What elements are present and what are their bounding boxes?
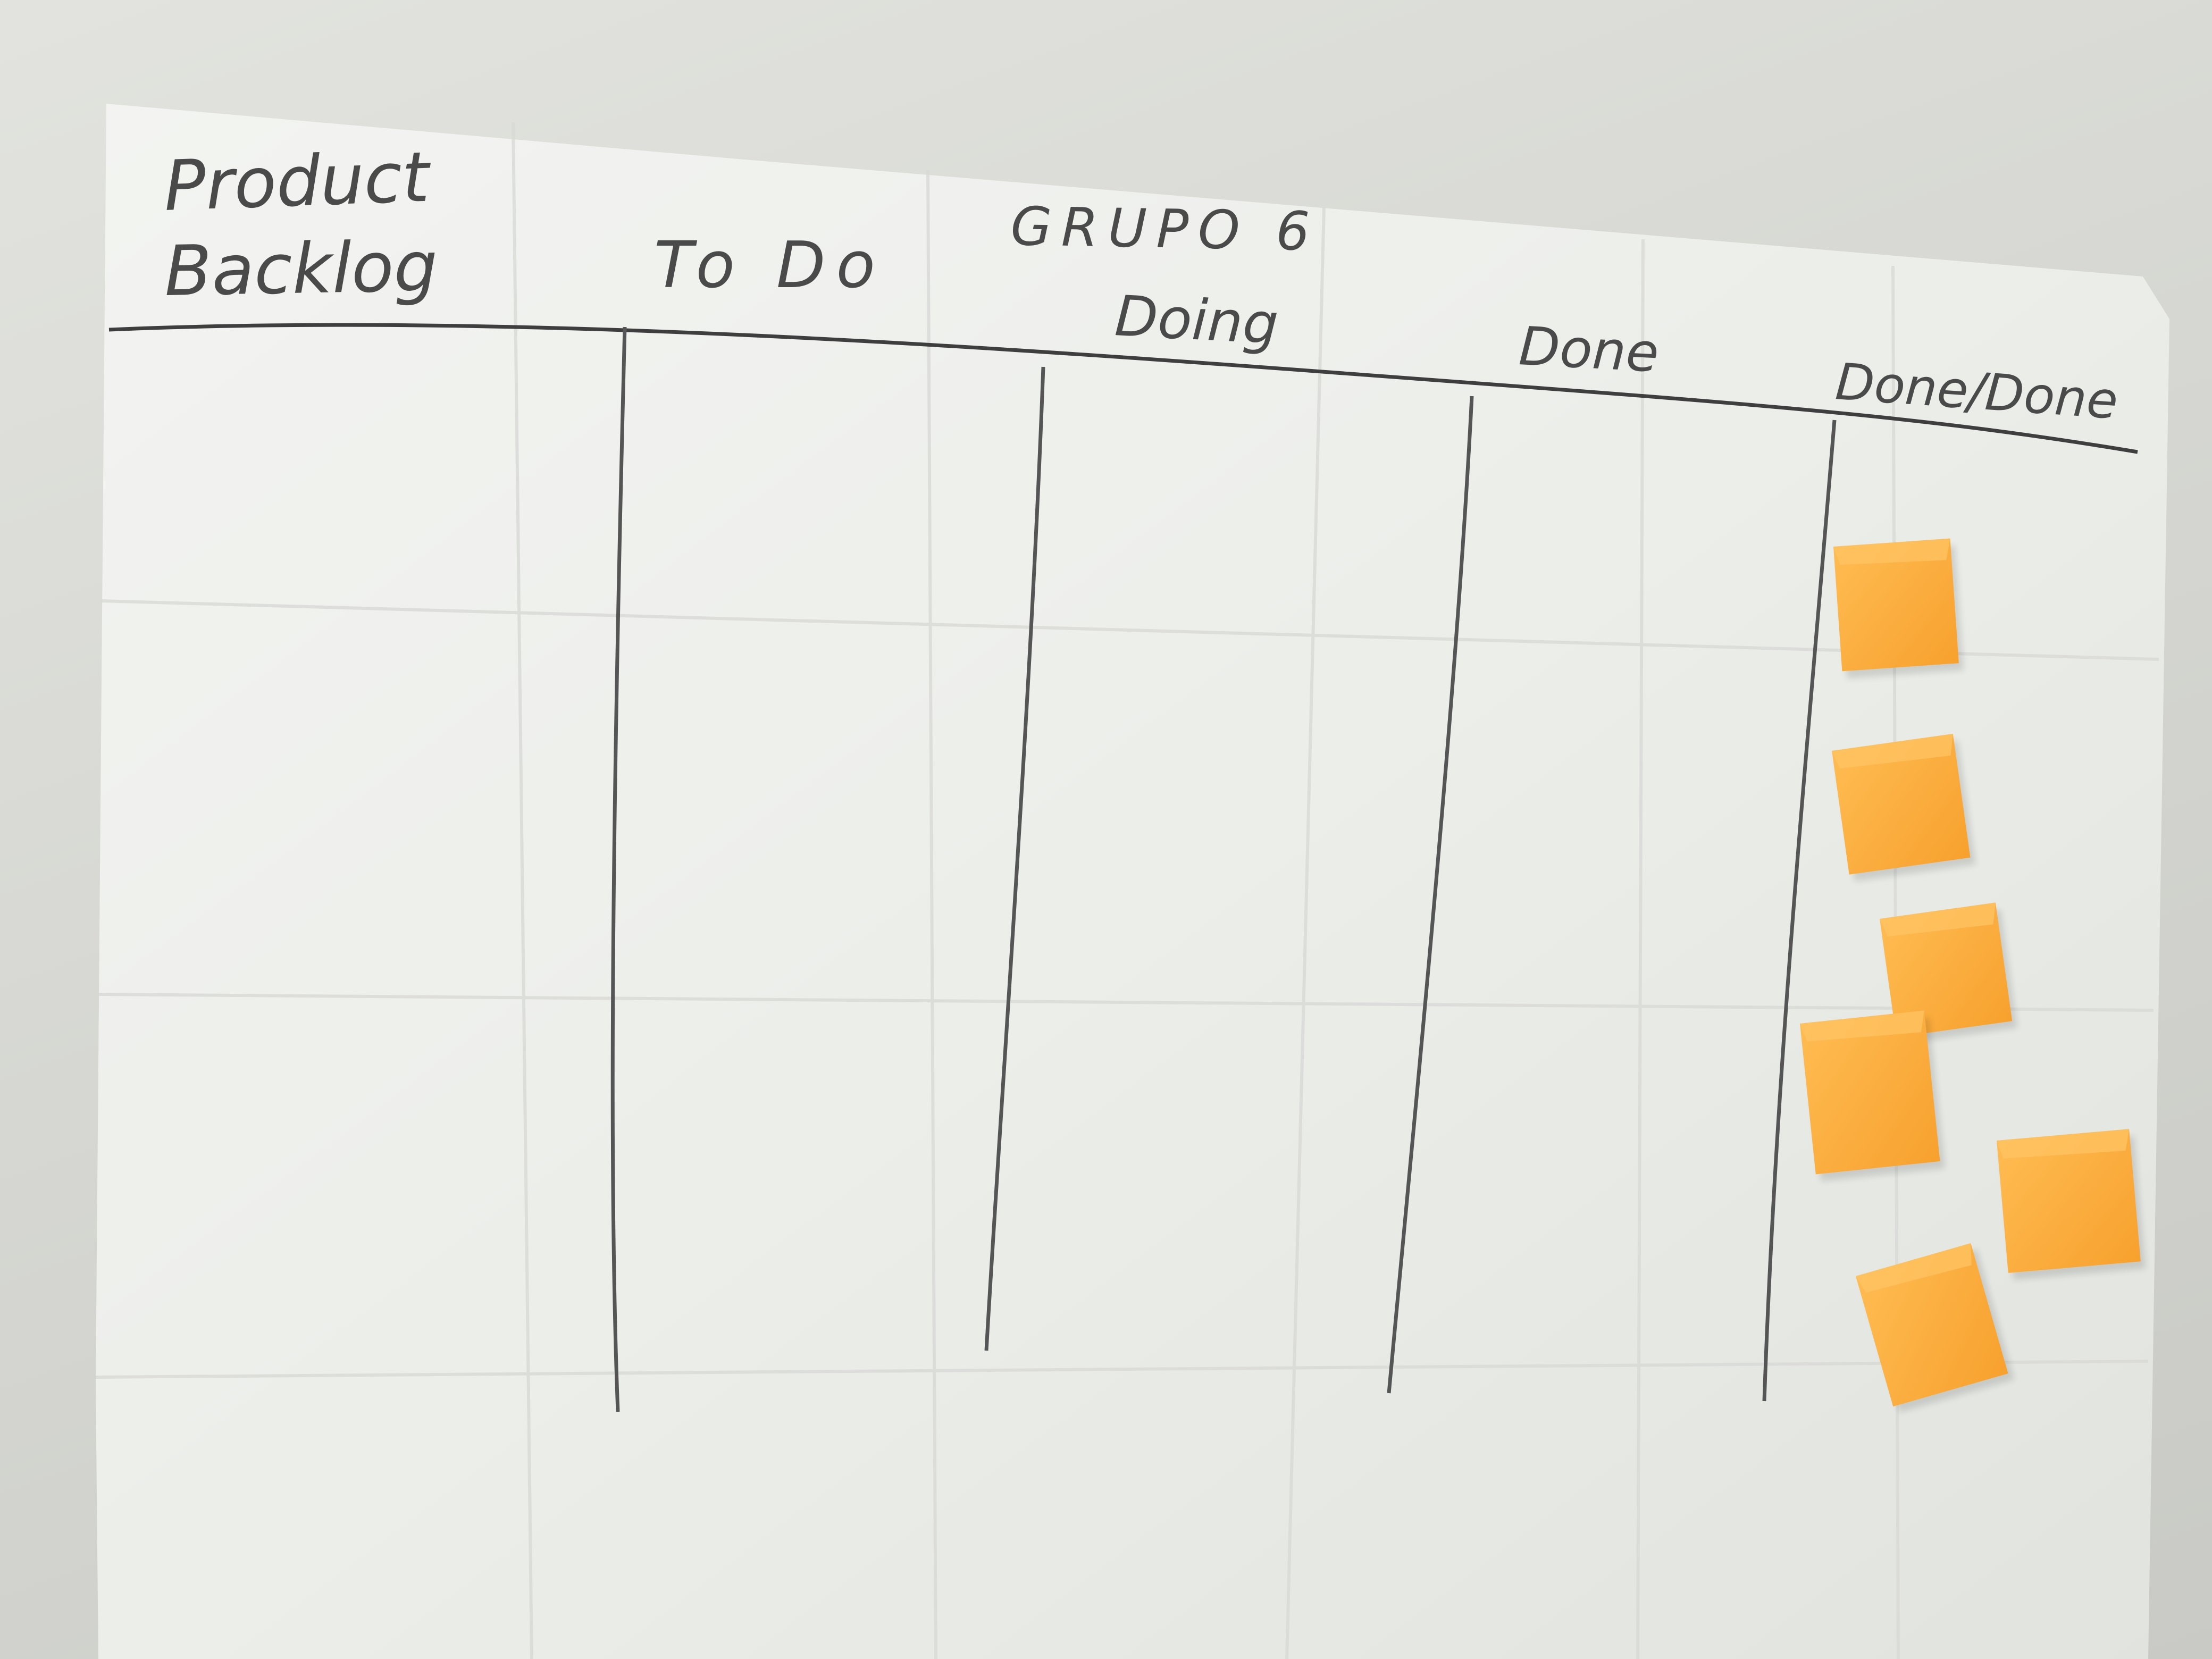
divider-todo xyxy=(610,326,627,1412)
paper-folds xyxy=(95,122,2159,1659)
divider-done xyxy=(1387,396,1474,1394)
board-title: GRUPO 6 xyxy=(1010,195,1320,263)
divider-doing xyxy=(984,366,1045,1351)
header-divider-line xyxy=(108,323,2138,454)
sticky-note xyxy=(1833,538,1964,678)
sticky-note xyxy=(1800,1010,1945,1182)
header-doing: Doing xyxy=(1113,283,1280,357)
divider-donedone xyxy=(1762,420,1837,1402)
header-done: Done xyxy=(1518,315,1661,384)
sticky-notes xyxy=(1800,538,2146,1413)
sticky-note xyxy=(1880,902,2018,1044)
sticky-note xyxy=(1832,733,1976,882)
header-todo: To Do xyxy=(654,229,886,303)
sticky-note xyxy=(1856,1243,2015,1413)
header-product: Product xyxy=(163,137,433,227)
column-dividers xyxy=(610,326,1837,1412)
sticky-note xyxy=(1997,1129,2146,1280)
header-backlog: Backlog xyxy=(164,226,438,312)
